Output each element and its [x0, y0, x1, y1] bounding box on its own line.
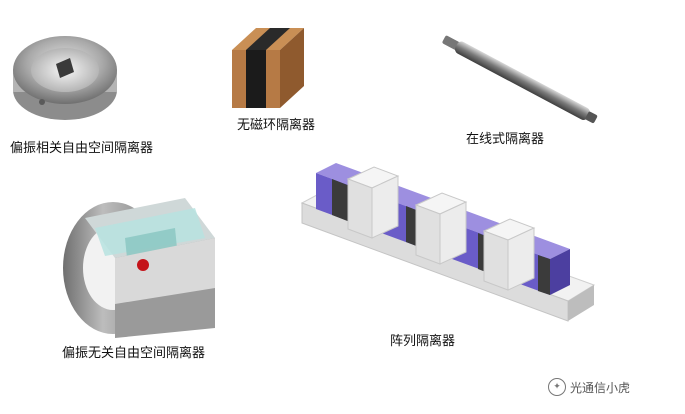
isolator-array-image [300, 163, 596, 322]
watermark: ✦ 光通信小虎 [548, 378, 630, 396]
caption-inline-isolator: 在线式隔离器 [466, 132, 545, 147]
wechat-icon: ✦ [548, 378, 566, 396]
isolator-inline-image [442, 35, 598, 123]
isolator-ring-image [13, 36, 117, 120]
isolator-block-image [63, 198, 215, 338]
isolator-cube-image [232, 28, 304, 108]
caption-array-isolator: 阵列隔离器 [390, 334, 456, 349]
watermark-text: 光通信小虎 [570, 380, 631, 395]
caption-polarization-independent-isolator: 偏振无关自由空间隔离器 [62, 346, 206, 361]
caption-polarization-dependent-isolator: 偏振相关自由空间隔离器 [10, 141, 154, 156]
caption-magnet-free-isolator: 无磁环隔离器 [237, 118, 316, 133]
